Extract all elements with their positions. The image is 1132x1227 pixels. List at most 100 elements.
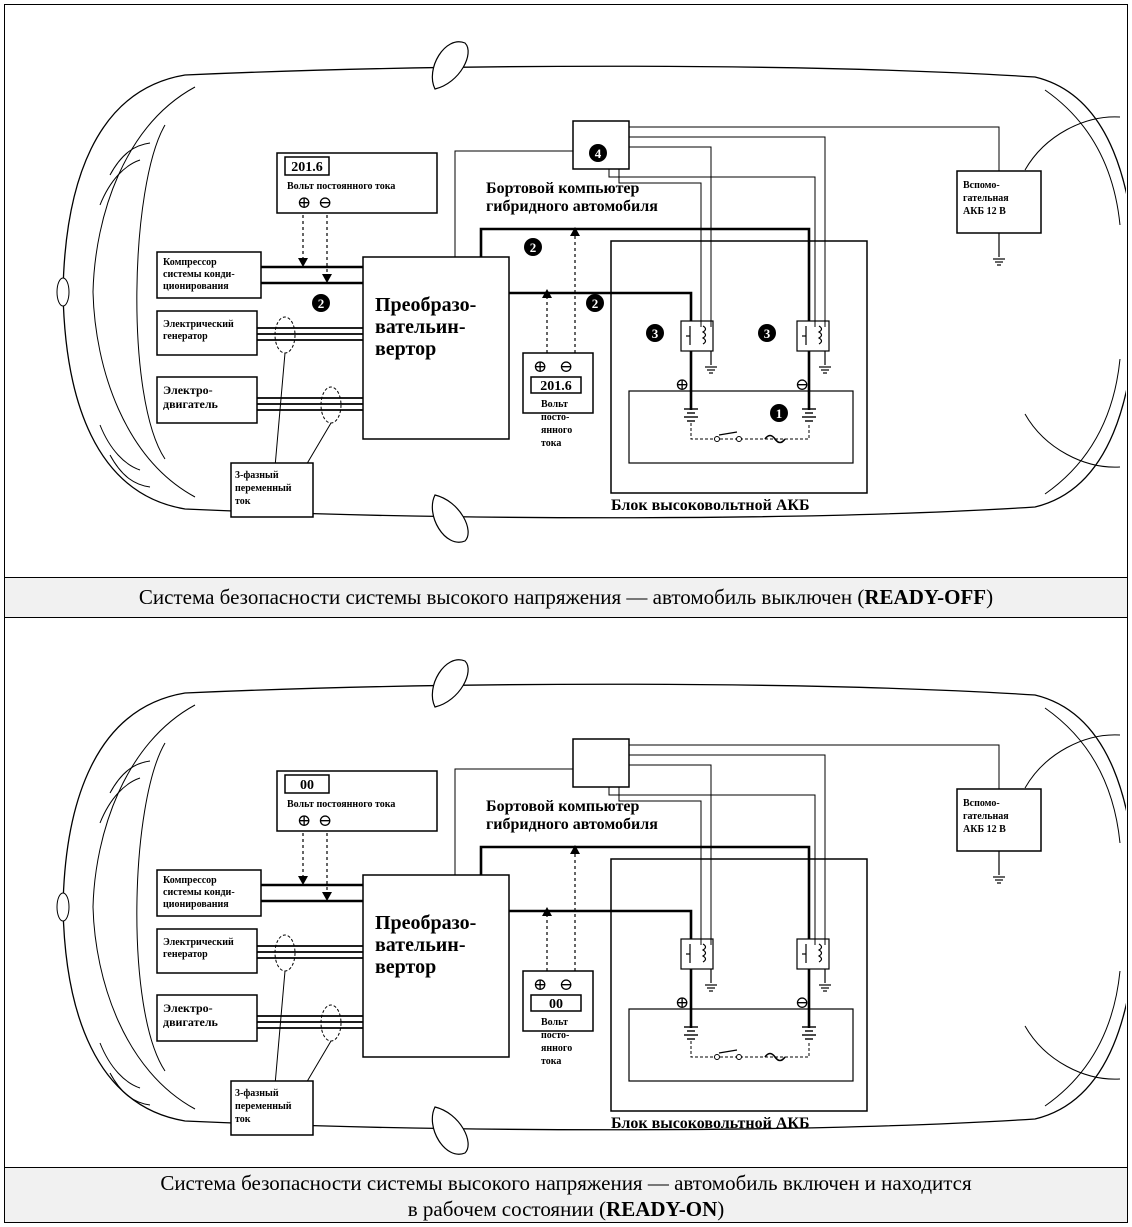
ecu-aux-battery-wire (629, 744, 1000, 789)
badge-4-icon (589, 144, 607, 162)
car-headlight-lines (99, 424, 151, 488)
motor-label: Электро- (163, 383, 213, 397)
three-phase-label-box (230, 462, 314, 518)
probe-arrow-top-minus-head (322, 892, 332, 901)
voltmeter-right-plus-terminal: ⊕ (533, 975, 547, 994)
voltmeter-right-display (530, 376, 582, 394)
voltmeter-right-label: тока (541, 438, 561, 449)
ecu-relay-signal-wire (618, 169, 702, 327)
battery-plus-terminal: ⊕ (675, 375, 689, 394)
inverter-box (362, 874, 510, 1058)
inverter-label: Преобразо- (375, 912, 476, 934)
motor-box (156, 376, 258, 424)
ac-compressor-label: ционирования (163, 281, 229, 292)
ecu-relay-signal-wire (629, 764, 712, 945)
aux-battery-label: гательная (963, 193, 1009, 204)
car-rear-window-lines (1024, 734, 1121, 1080)
car-headlight-lines (99, 760, 151, 824)
voltmeter-top-display (284, 774, 330, 794)
system-main-relay-positive-coil (701, 943, 707, 963)
phase-marker-motor (320, 386, 342, 424)
phase-marker-motor (320, 1004, 342, 1042)
probe-arrow-top-plus-head (298, 876, 308, 885)
inverter-label: вертор (375, 338, 436, 360)
service-plug-contact (714, 436, 720, 442)
three-phase-label: переменный (235, 1101, 292, 1112)
hv-ecu-label: Бортовой компьютер (486, 180, 640, 197)
ecu-relay-signal-wire (629, 136, 826, 327)
hv-positive-cable (509, 291, 693, 321)
inverter-box (362, 256, 510, 440)
car-windshield-outline (92, 86, 196, 498)
voltmeter-right-value: 00 (549, 997, 563, 1012)
aux-battery-label: Вспомо- (963, 180, 1000, 191)
service-plug-switch (718, 1049, 738, 1054)
ac-compressor-label: ционирования (163, 899, 229, 910)
service-plug-contact (736, 1054, 742, 1060)
voltmeter-top-minus-terminal: ⊖ (318, 193, 332, 212)
voltmeter-right-label: тока (541, 1056, 561, 1067)
aux-battery-label: Вспомо- (963, 798, 1000, 809)
probe-arrow-right-plus-head (542, 289, 552, 298)
inverter-label: вательин- (375, 934, 466, 956)
phase-marker-generator (274, 316, 296, 354)
hv-battery-label: Блок высоковольтной АКБ (611, 497, 810, 514)
ecu-inverter-signal-wire (454, 768, 573, 875)
mirror-bottom-icon (431, 1106, 469, 1155)
aux-battery-label: гательная (963, 811, 1009, 822)
voltmeter-top-plus-terminal: ⊕ (297, 193, 311, 212)
badge-3-icon (758, 324, 776, 342)
caption-line-2: в рабочем состоянии (READY-ON) (5, 1196, 1127, 1222)
car-hood-line (136, 124, 166, 460)
voltmeter-right-label: посто- (541, 412, 569, 423)
car-rear-window-lines (1024, 116, 1121, 468)
generator-label: генератор (163, 331, 208, 342)
inverter-label: вертор (375, 956, 436, 978)
hv-negative-cable (479, 845, 811, 939)
probe-arrow-right-plus-head (542, 907, 552, 916)
car-rear-lines (1044, 89, 1121, 495)
badge-2-icon (586, 294, 604, 312)
hv-ecu-label: гибридного автомобиля (486, 816, 658, 833)
caption-state: READY-ON (606, 1197, 718, 1221)
ac-compressor-box (156, 869, 262, 917)
service-plug-switch (718, 431, 738, 436)
voltmeter-right-label: Вольт (541, 399, 568, 410)
three-phase-label: ток (235, 1114, 251, 1125)
hv-negative-cable (479, 227, 811, 321)
motor-label: Электро- (163, 1001, 213, 1015)
ac-compressor-label: Компрессор (163, 875, 217, 886)
caption-suffix: ) (717, 1197, 725, 1221)
aux-battery-box (956, 788, 1042, 852)
battery-internal-wire (690, 423, 810, 440)
generator-box (156, 928, 258, 974)
voltmeter-top-label: Вольт постоянного тока (287, 799, 395, 810)
car-front-emblem (56, 277, 70, 307)
ecu-relay-signal-wire (629, 146, 712, 327)
badge-2-icon (524, 238, 542, 256)
phase-marker-generator (274, 934, 296, 972)
ecu-aux-battery-wire (629, 126, 1000, 171)
motor-label: двигатель (163, 397, 219, 411)
caption-ready-on: Система безопасности системы высокого на… (4, 1167, 1128, 1223)
voltmeter-right-label: Вольт (541, 1017, 568, 1028)
aux-battery-box (956, 170, 1042, 234)
three-phase-label: 3-фазный (235, 1088, 279, 1099)
caption-state: READY-OFF (864, 585, 987, 609)
ac-compressor-label: Компрессор (163, 257, 217, 268)
service-plug-contact (736, 436, 742, 442)
car-headlight-lines (99, 142, 151, 206)
badge-3-icon-number: 3 (652, 326, 659, 341)
car-front-emblem (56, 892, 70, 922)
hv-battery-label: Блок высоковольтной АКБ (611, 1115, 810, 1132)
probe-arrow-right-minus-head (570, 227, 580, 236)
aux-battery-label: АКБ 12 В (963, 824, 1006, 835)
probe-arrow-top-minus-head (322, 274, 332, 283)
badge-2-icon-number: 2 (318, 296, 325, 311)
voltmeter-top-value: 201.6 (291, 160, 323, 175)
caption-line-1: Система безопасности системы высокого на… (160, 1171, 972, 1195)
voltmeter-top-minus-terminal: ⊖ (318, 811, 332, 830)
voltmeter-right-label: посто- (541, 1030, 569, 1041)
inverter-label: Преобразо- (375, 294, 476, 316)
